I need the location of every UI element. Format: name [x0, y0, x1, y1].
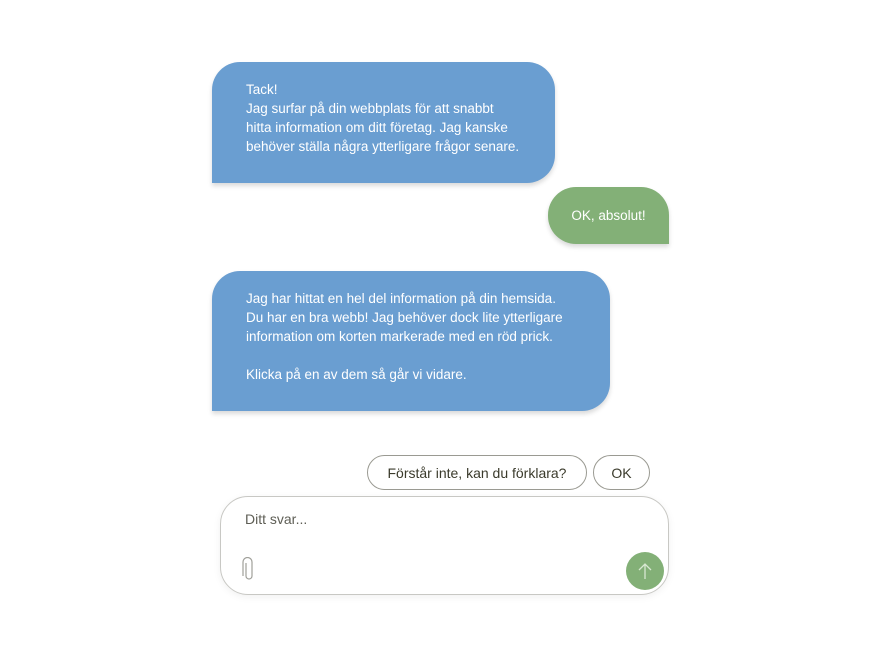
- reply-composer: [220, 496, 669, 595]
- quick-reply-ok[interactable]: OK: [593, 455, 650, 490]
- bot-message: Tack! Jag surfar på din webbplats för at…: [212, 62, 555, 183]
- quick-reply-explain[interactable]: Förstår inte, kan du förklara?: [367, 455, 587, 490]
- bot-message: Jag har hittat en hel del information på…: [212, 271, 610, 411]
- send-button[interactable]: [626, 552, 664, 590]
- reply-input[interactable]: [243, 509, 627, 543]
- paperclip-icon[interactable]: [241, 556, 257, 583]
- user-message: OK, absolut!: [548, 187, 669, 244]
- arrow-up-icon: [638, 563, 652, 579]
